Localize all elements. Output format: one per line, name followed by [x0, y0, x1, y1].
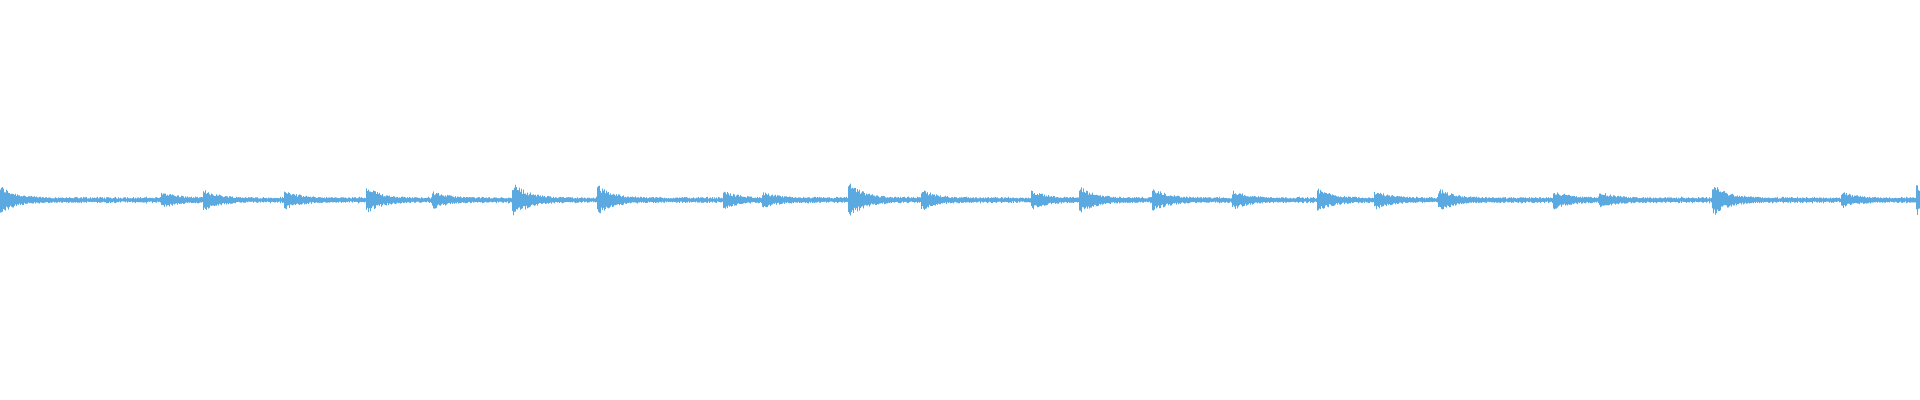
waveform-trace — [0, 183, 1920, 216]
